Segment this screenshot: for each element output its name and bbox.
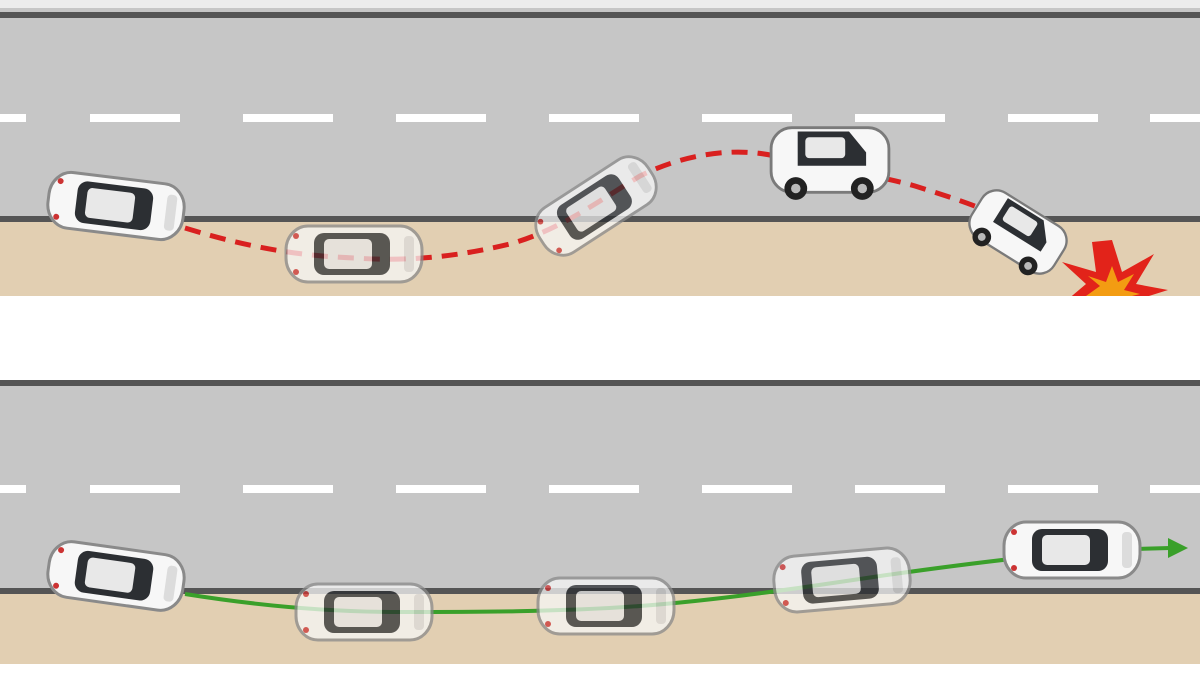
car-icon [1002,520,1142,580]
car-icon [770,544,914,616]
panel-separator [0,296,1200,382]
road-edge-line [0,380,1200,386]
road-edge-line [0,12,1200,18]
car-icon [769,126,891,202]
safe-scenario-panel [0,380,1200,674]
panel-bottom-border [0,664,1200,674]
lane-divider [0,114,1200,122]
panel-top-border [0,0,1200,8]
arrow-right-icon [1168,538,1188,558]
car-icon [284,224,424,284]
lane-divider [0,485,1200,493]
car-icon [536,576,676,636]
unsafe-scenario-panel [0,0,1200,342]
car-icon [294,582,434,642]
